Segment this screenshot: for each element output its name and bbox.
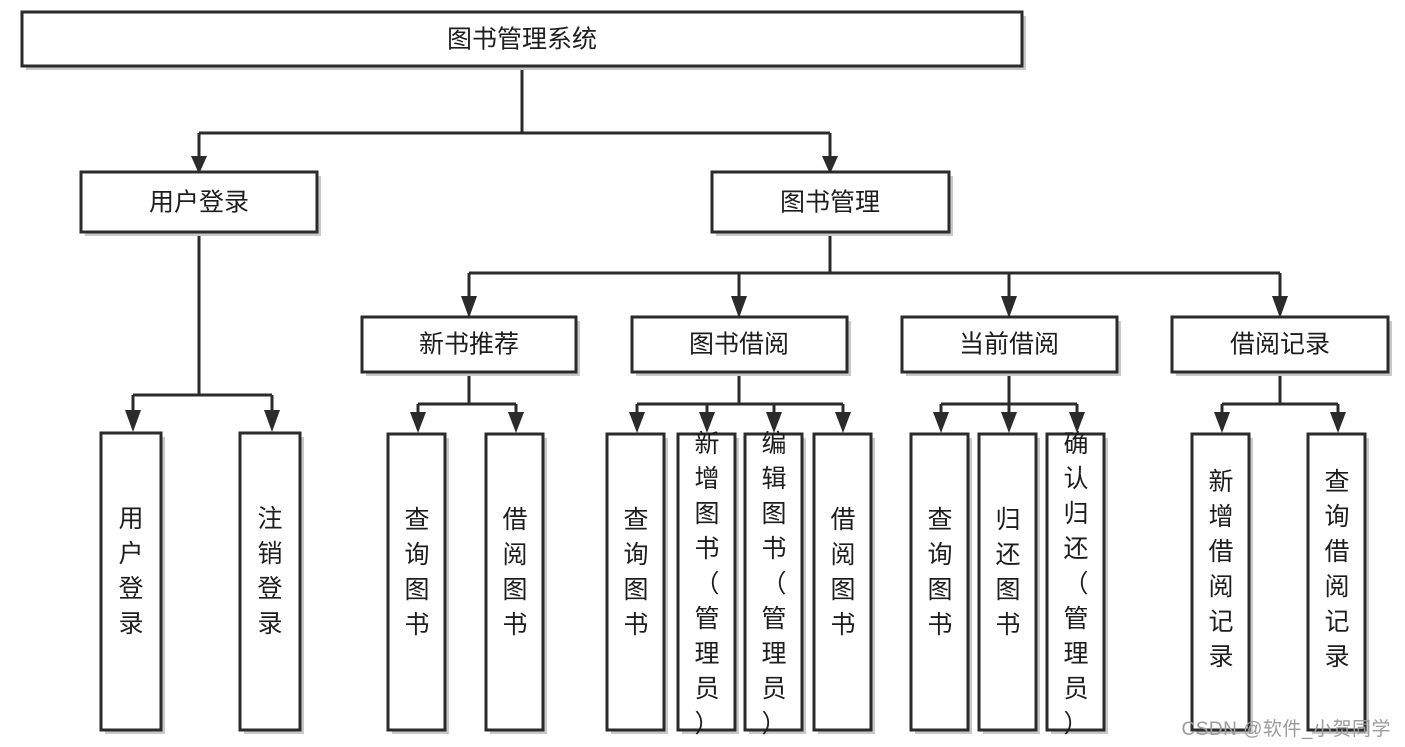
node-newbook-rect: [360, 315, 578, 374]
arrowhead-records: [1272, 296, 1288, 318]
node-leaf7-label: 编辑图书（管理员）: [761, 430, 786, 738]
arrowhead-current: [1001, 296, 1017, 318]
node-current-label: 当前借阅: [959, 331, 1059, 359]
node-leaf10-rect: [977, 432, 1038, 732]
node-records-rect: [1170, 315, 1390, 374]
node-current-rect: [900, 315, 1119, 374]
arrowhead-leaf12: [1214, 412, 1230, 433]
arrowhead-leaf9: [933, 412, 949, 433]
node-borrow[interactable]: 图书借阅: [630, 315, 851, 376]
node-leaf11[interactable]: 确认归还（管理员）: [1045, 430, 1108, 738]
node-current[interactable]: 当前借阅: [900, 315, 1121, 376]
arrowhead-leaf11: [1069, 412, 1085, 433]
node-root-label: 图书管理系统: [447, 26, 597, 54]
node-root[interactable]: 图书管理系统: [20, 10, 1026, 70]
node-leaf13-rect: [1306, 432, 1367, 732]
arrowhead-leaf2: [264, 410, 280, 432]
arrowhead-login: [191, 156, 207, 174]
node-leaf5[interactable]: 查询图书: [605, 432, 668, 734]
node-leaf3[interactable]: 查询图书: [386, 432, 449, 734]
node-leaf4[interactable]: 借阅图书: [484, 432, 547, 734]
node-root-rect: [20, 10, 1024, 68]
node-leaf9-rect: [909, 432, 970, 732]
node-leaf9[interactable]: 查询图书: [909, 432, 972, 734]
csdn-watermark: CSDN @软件_小贺同学: [1181, 719, 1391, 740]
arrowhead-leaf8: [835, 412, 851, 433]
node-leaf11-label: 确认归还（管理员）: [1063, 430, 1088, 738]
node-leaf3-label: 查询图书: [404, 506, 429, 639]
arrowhead-borrow: [731, 296, 747, 318]
node-leaf12[interactable]: 新增借阅记录: [1190, 432, 1253, 734]
arrowhead-leaf7: [766, 412, 782, 433]
node-leaf7[interactable]: 编辑图书（管理员）: [743, 430, 806, 738]
node-login-rect: [79, 170, 319, 234]
connector-layer: [125, 66, 1346, 433]
node-bookmgmt-label: 图书管理: [780, 189, 880, 217]
node-login-label: 用户登录: [149, 189, 249, 217]
node-leaf1-label: 用户登录: [118, 505, 143, 638]
node-newbook-label: 新书推荐: [419, 331, 519, 359]
arrowhead-leaf13: [1330, 412, 1346, 433]
arrowhead-leaf10: [1001, 412, 1017, 433]
node-records-label: 借阅记录: [1230, 331, 1330, 359]
node-bookmgmt-rect: [710, 170, 951, 234]
node-records[interactable]: 借阅记录: [1170, 315, 1392, 376]
arrowhead-newbook: [461, 296, 477, 318]
node-leaf4-label: 借阅图书: [502, 506, 527, 639]
node-leaf6-rect: [676, 432, 737, 732]
node-leaf12-label: 新增借阅记录: [1208, 468, 1233, 671]
node-leaf5-label: 查询图书: [623, 506, 648, 639]
node-leaf1[interactable]: 用户登录: [99, 431, 165, 734]
arrowhead-bookmgmt: [822, 156, 838, 174]
node-leaf10-label: 归还图书: [995, 506, 1020, 639]
node-leaf8-rect: [812, 432, 873, 732]
node-leaf2[interactable]: 注销登录: [238, 431, 304, 734]
node-leaf2-rect: [238, 431, 302, 732]
node-leaf10[interactable]: 归还图书: [977, 432, 1040, 734]
node-newbook[interactable]: 新书推荐: [360, 315, 580, 376]
arrowhead-leaf5: [629, 412, 645, 433]
node-leaf12-rect: [1190, 432, 1251, 732]
node-leaf8-label: 借阅图书: [830, 506, 855, 639]
node-leaf7-rect: [743, 432, 804, 732]
node-leaf13[interactable]: 查询借阅记录: [1306, 432, 1369, 734]
arrowhead-leaf3: [410, 412, 426, 433]
arrowhead-leaf6: [699, 412, 715, 433]
node-borrow-label: 图书借阅: [689, 331, 789, 359]
node-leaf6-label: 新增图书（管理员）: [694, 430, 719, 738]
node-leaf9-label: 查询图书: [927, 506, 952, 639]
node-leaf1-rect: [99, 431, 163, 732]
node-leaf3-rect: [386, 432, 447, 732]
node-leaf13-label: 查询借阅记录: [1324, 468, 1349, 671]
node-leaf6[interactable]: 新增图书（管理员）: [676, 430, 739, 738]
node-borrow-rect: [630, 315, 849, 374]
node-bookmgmt[interactable]: 图书管理: [710, 170, 953, 236]
node-leaf2-label: 注销登录: [257, 505, 282, 638]
arrowhead-leaf1: [125, 410, 141, 432]
node-leaf5-rect: [605, 432, 666, 732]
node-leaf11-rect: [1045, 432, 1106, 732]
node-leaf8[interactable]: 借阅图书: [812, 432, 875, 734]
node-leaf4-rect: [484, 432, 545, 732]
arrowhead-leaf4: [508, 412, 524, 433]
node-login[interactable]: 用户登录: [79, 170, 321, 236]
